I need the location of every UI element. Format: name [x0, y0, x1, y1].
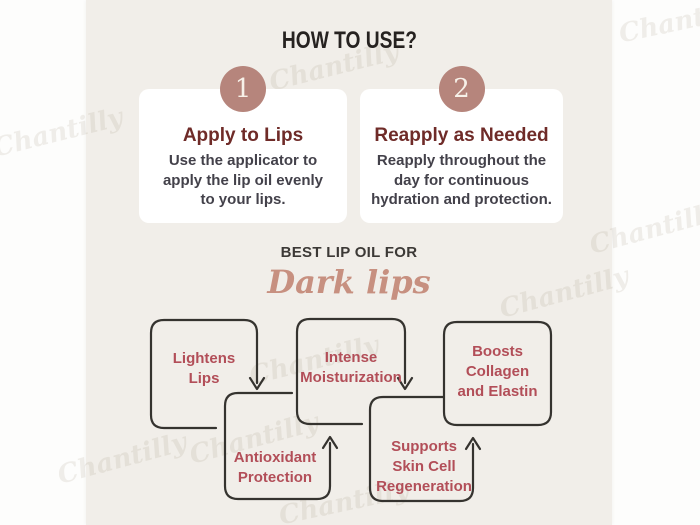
arrow-up-icon: [321, 435, 339, 450]
flow-label-line: Collagen: [465, 363, 530, 380]
flow-box-lightens-lips: [149, 318, 259, 430]
benefits-eyebrow: BEST LIP OIL FOR: [280, 244, 418, 261]
flow-label-line: Lightens: [172, 350, 236, 367]
flow-label-line: Lips: [188, 370, 220, 387]
flow-label-line: and Elastin: [457, 383, 538, 400]
step-description-line: apply the lip oil evenly: [162, 171, 324, 189]
flow-label-lightens-lips: Lightens Lips: [151, 349, 257, 389]
flow-label-line: Skin Cell: [392, 458, 456, 475]
step-description: Reapply throughout the day for continuou…: [371, 151, 552, 210]
flow-label-line: Intense: [324, 349, 378, 366]
step-number-badge: 2: [438, 66, 485, 112]
arrow-down-icon: [396, 376, 414, 391]
step-description: Use the applicator to apply the lip oil …: [163, 151, 323, 210]
flow-box-supports-regeneration: [368, 395, 475, 503]
flow-box-antioxidant-protection: [223, 391, 332, 501]
benefits-highlight: Dark lips: [267, 263, 431, 301]
step-description-line: Use the applicator to: [168, 152, 318, 169]
step-number: 2: [453, 74, 470, 104]
flow-label-line: Boosts: [472, 343, 523, 360]
flow-label-supports-regeneration: Supports Skin Cell Regeneration: [368, 437, 480, 497]
step-description-line: hydration and protection.: [371, 191, 552, 208]
flow-label-line: Regeneration: [376, 478, 472, 495]
flow-label-line: Supports: [391, 438, 457, 455]
arrow-down-icon: [248, 376, 266, 391]
step-card-2: 2 Reapply as Needed Reapply throughout t…: [360, 66, 563, 223]
flow-label-line: Moisturization: [300, 369, 402, 386]
step-title: Apply to Lips: [182, 125, 304, 146]
step-card-1: 1 Apply to Lips Use the applicator to ap…: [139, 66, 347, 223]
infographic-panel: [86, 0, 612, 525]
flow-label-antioxidant-protection: Antioxidant Protection: [221, 448, 329, 488]
page-title: HOW TO USE?: [281, 27, 417, 54]
flow-label-line: Protection: [237, 469, 313, 486]
step-description-line: day for continuous: [394, 171, 529, 189]
flow-box-intense-moisturization: [295, 317, 407, 426]
step-number-badge: 1: [220, 66, 266, 112]
flow-box-boosts-collagen: [442, 320, 553, 427]
step-number: 1: [234, 74, 252, 104]
arrow-up-icon: [464, 436, 482, 451]
step-description-line: Reapply throughout the: [376, 152, 547, 169]
step-title: Reapply as Needed: [374, 125, 549, 146]
flow-label-intense-moisturization: Intense Moisturization: [293, 348, 409, 388]
step-description-line: to your lips.: [200, 191, 286, 208]
flow-label-line: Antioxidant: [233, 449, 317, 466]
flow-label-boosts-collagen: Boosts Collagen and Elastin: [444, 342, 551, 402]
